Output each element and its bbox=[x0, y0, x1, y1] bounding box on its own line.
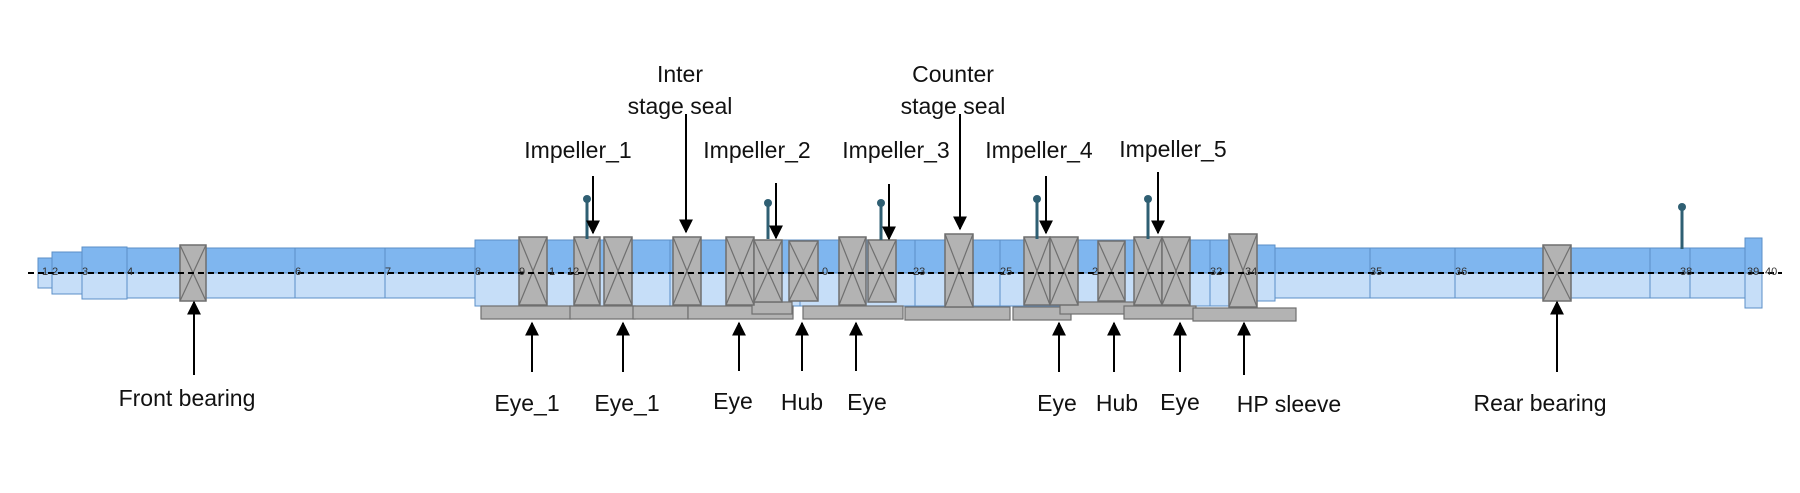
node-number: 2 bbox=[1092, 266, 1098, 278]
shaft-segment bbox=[1369, 247, 1456, 299]
disk-marker bbox=[1144, 195, 1152, 239]
label-inter-stage-seal-line1: Inter bbox=[657, 61, 703, 87]
sleeve bbox=[802, 305, 904, 320]
label-impeller-3: Impeller_3 bbox=[842, 137, 949, 163]
node-number: 39 bbox=[1747, 266, 1759, 278]
label-eye-a: Eye bbox=[713, 388, 753, 414]
shaft-segment bbox=[1454, 247, 1546, 299]
label-hub-b: Hub bbox=[1096, 390, 1138, 416]
sleeve bbox=[569, 305, 636, 320]
node-number: 36 bbox=[1455, 266, 1467, 278]
sleeve bbox=[1192, 307, 1297, 322]
node-number: 8 bbox=[475, 266, 481, 278]
node-number: 25 bbox=[1000, 266, 1012, 278]
shaft-segment bbox=[1649, 247, 1691, 299]
component-block bbox=[1023, 236, 1051, 306]
node-number: 35 bbox=[1370, 266, 1382, 278]
label-eye-c: Eye bbox=[1037, 390, 1077, 416]
label-inter-stage-seal-line2: stage seal bbox=[628, 93, 733, 119]
label-impeller-5: Impeller_5 bbox=[1119, 136, 1226, 162]
label-hp-sleeve: HP sleeve bbox=[1237, 391, 1341, 417]
node-number: 40 bbox=[1765, 266, 1777, 278]
node-number: 1 bbox=[549, 266, 555, 278]
component-block bbox=[1133, 236, 1163, 306]
shaft-segment bbox=[1744, 237, 1763, 309]
label-eye-1-b: Eye_1 bbox=[594, 390, 659, 416]
component-block bbox=[753, 239, 783, 303]
sleeve bbox=[904, 306, 1011, 321]
component-block bbox=[518, 236, 548, 306]
label-counter-stage-seal-line1: Counter bbox=[912, 61, 994, 87]
component-block bbox=[838, 236, 867, 306]
sleeve bbox=[1123, 305, 1197, 320]
component-block bbox=[867, 239, 897, 303]
component-block bbox=[788, 240, 819, 302]
sleeve bbox=[480, 305, 572, 320]
label-impeller-4: Impeller_4 bbox=[985, 137, 1093, 163]
components bbox=[179, 233, 1572, 308]
node-number: 2 bbox=[52, 266, 58, 278]
shaft-segment bbox=[1274, 247, 1371, 299]
arrows bbox=[187, 114, 1564, 375]
component-block bbox=[573, 236, 601, 306]
label-rear-bearing: Rear bearing bbox=[1474, 390, 1607, 416]
label-eye-1-a: Eye_1 bbox=[494, 390, 559, 416]
label-impeller-1: Impeller_1 bbox=[524, 137, 631, 163]
shaft-segment bbox=[384, 247, 476, 299]
disk-marker bbox=[764, 199, 772, 239]
shaft-segment bbox=[126, 247, 296, 299]
node-number: 9 bbox=[519, 266, 525, 278]
disk-marker bbox=[1678, 203, 1686, 249]
node-number: 23 bbox=[913, 266, 925, 278]
disk-marker bbox=[877, 199, 885, 240]
label-front-bearing: Front bearing bbox=[119, 385, 256, 411]
component-block bbox=[944, 233, 974, 308]
component-block bbox=[1228, 233, 1258, 308]
component-block bbox=[603, 236, 633, 306]
component-block bbox=[672, 236, 702, 306]
label-hub-a: Hub bbox=[781, 389, 823, 415]
sleeves bbox=[480, 301, 1297, 322]
node-number: 3 bbox=[82, 266, 88, 278]
shaft-segment bbox=[294, 247, 386, 299]
shaft-segment bbox=[474, 239, 526, 307]
node-number: 1 bbox=[42, 266, 48, 278]
node-number: 12 bbox=[567, 266, 579, 278]
node-number: 4 bbox=[127, 266, 133, 278]
node-number: 7 bbox=[385, 266, 391, 278]
label-eye-d: Eye bbox=[1160, 389, 1200, 415]
label-impeller-2: Impeller_2 bbox=[703, 137, 810, 163]
disk-marker bbox=[1033, 195, 1041, 239]
node-number: 38 bbox=[1680, 266, 1692, 278]
node-number: 0 bbox=[822, 266, 828, 278]
component-block bbox=[1542, 244, 1572, 302]
component-block bbox=[1049, 236, 1079, 306]
node-number: 6 bbox=[295, 266, 301, 278]
label-eye-b: Eye bbox=[847, 389, 887, 415]
node-number: 32 bbox=[1210, 266, 1222, 278]
disk-marker bbox=[583, 195, 591, 239]
disk-markers bbox=[583, 195, 1686, 249]
component-block bbox=[725, 236, 755, 306]
sleeve bbox=[751, 301, 793, 315]
shaft-segment bbox=[81, 246, 128, 300]
sleeve bbox=[632, 305, 689, 320]
label-counter-stage-seal-line2: stage seal bbox=[901, 93, 1006, 119]
node-number: 34 bbox=[1245, 266, 1257, 278]
component-block bbox=[1097, 240, 1126, 302]
component-block bbox=[1161, 236, 1191, 306]
